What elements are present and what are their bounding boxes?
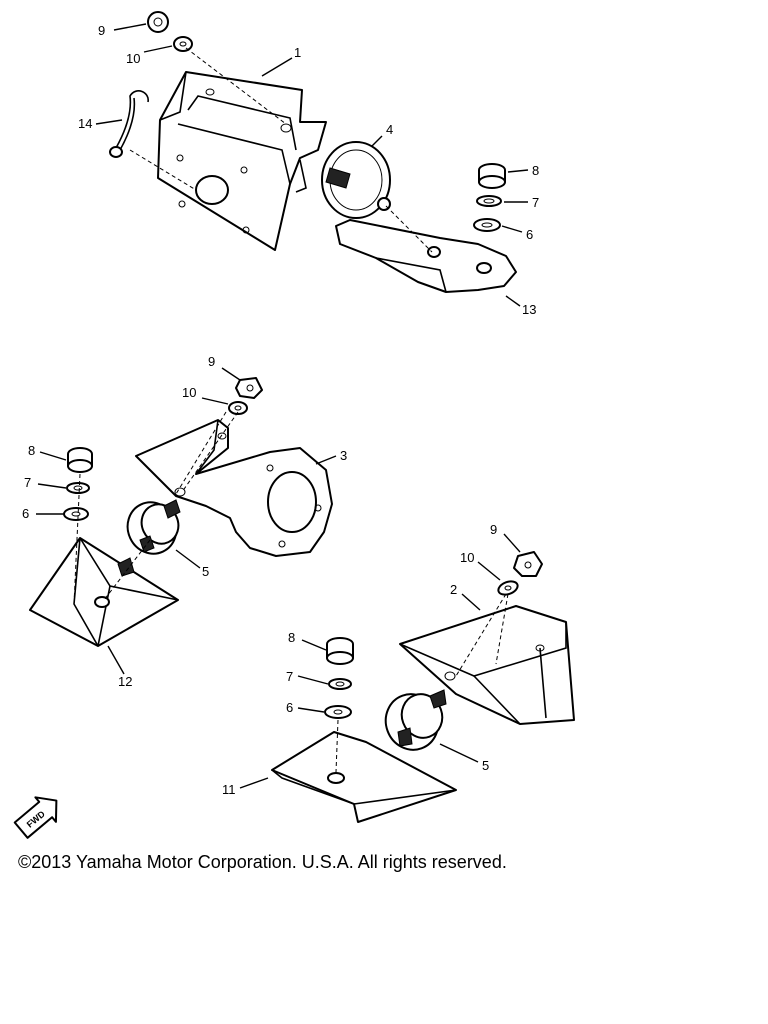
nut-8-top <box>478 163 506 189</box>
callout-9-top: 9 <box>98 23 105 38</box>
callout-8-right: 8 <box>288 630 295 645</box>
fwd-arrow-icon: FWD <box>13 796 58 839</box>
callout-10-top: 10 <box>126 51 140 66</box>
bracket-2 <box>399 605 575 725</box>
right-assembly: 9 10 2 8 7 6 5 11 <box>222 522 575 823</box>
callout-4: 4 <box>386 122 393 137</box>
callout-8-top: 8 <box>532 163 539 178</box>
top-assembly: 9 10 1 14 4 8 7 6 13 <box>78 11 539 317</box>
callout-7-left: 7 <box>24 475 31 490</box>
lock-washer-7-top <box>476 195 502 207</box>
callout-7-right: 7 <box>286 669 293 684</box>
bracket-11 <box>271 731 457 823</box>
washer-10-right <box>497 580 519 596</box>
callout-10-right: 10 <box>460 550 474 565</box>
callout-1: 1 <box>294 45 301 60</box>
callout-5-left: 5 <box>202 564 209 579</box>
bracket-13 <box>335 219 517 293</box>
callout-9-right: 9 <box>490 522 497 537</box>
washer-6-right <box>324 705 352 719</box>
wire-14 <box>109 90 149 158</box>
bracket-12 <box>29 537 179 647</box>
callout-10-left: 10 <box>182 385 196 400</box>
nut-9-right <box>513 551 543 577</box>
callout-11: 11 <box>222 782 236 797</box>
damper-5-right <box>384 689 447 751</box>
callout-7-top: 7 <box>532 195 539 210</box>
lock-washer-7-right <box>328 678 352 690</box>
nut-8-left <box>67 447 93 473</box>
meter-4 <box>321 141 391 219</box>
callout-12: 12 <box>118 674 132 689</box>
nut-8-right <box>326 637 354 665</box>
washer-10-left <box>228 401 248 415</box>
callout-6-top: 6 <box>526 227 533 242</box>
bracket-1 <box>157 71 327 251</box>
callout-3: 3 <box>340 448 347 463</box>
callout-5-right: 5 <box>482 758 489 773</box>
washer-10-top <box>173 36 193 52</box>
callout-9-left: 9 <box>208 354 215 369</box>
callout-13: 13 <box>522 302 536 317</box>
nut-9-left <box>235 377 263 399</box>
callout-2: 2 <box>450 582 457 597</box>
callout-8-left: 8 <box>28 443 35 458</box>
bracket-3 <box>135 419 333 557</box>
lock-washer-7-left <box>66 482 90 494</box>
left-assembly: 9 10 8 7 6 3 5 12 <box>22 354 347 689</box>
washer-6-top <box>473 218 501 232</box>
washer-6-left <box>63 507 89 521</box>
callout-6-left: 6 <box>22 506 29 521</box>
callout-14: 14 <box>78 116 92 131</box>
copyright-notice: ©2013 Yamaha Motor Corporation. U.S.A. A… <box>18 852 507 872</box>
nut-9-top <box>147 11 169 33</box>
damper-5-left <box>126 499 181 555</box>
callout-6-right: 6 <box>286 700 293 715</box>
